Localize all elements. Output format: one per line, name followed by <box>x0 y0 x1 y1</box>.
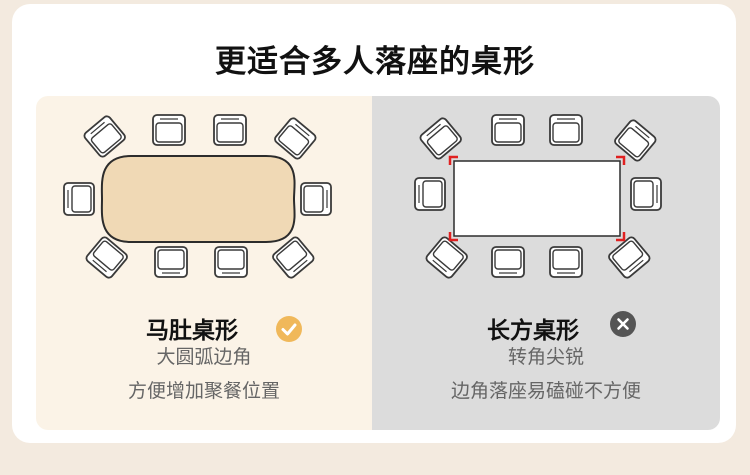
oval-table-name: 马肚桌形 <box>146 318 238 344</box>
chair-icon <box>491 114 525 146</box>
chair-icon <box>63 182 95 216</box>
check-circle-icon <box>276 316 302 342</box>
page-title: 更适合多人落座的桌形 <box>215 44 535 80</box>
cross-circle-icon <box>610 311 636 337</box>
oval-table-desc-2: 方便增加聚餐位置 <box>127 380 280 402</box>
oval-table-diagram <box>63 113 332 281</box>
oval-table-desc-1: 大圆弧边角 <box>156 346 252 368</box>
chair-icon <box>272 115 319 162</box>
chair-icon <box>83 234 130 281</box>
chair-icon <box>152 114 186 146</box>
chair-icon <box>549 114 583 146</box>
oval-table-panel: 马肚桌形 大圆弧边角 方便增加聚餐位置 <box>36 96 372 430</box>
sharp-corner-markers <box>448 155 626 242</box>
rectangular-table-top <box>453 160 621 237</box>
chair-icon <box>213 114 247 146</box>
chair-icon <box>300 182 332 216</box>
chair-icon <box>606 234 653 281</box>
chair-icon <box>423 234 470 281</box>
chair-icon <box>549 246 583 278</box>
chair-icon <box>81 113 128 160</box>
rectangular-table-desc-1: 转角尖锐 <box>507 346 584 368</box>
chair-icon <box>270 234 317 281</box>
chair-icon <box>612 117 659 164</box>
rectangular-table-desc-2: 边角落座易磕碰不方便 <box>450 380 641 402</box>
oval-table-top <box>100 155 296 243</box>
rectangular-table-diagram <box>414 114 662 281</box>
rectangular-table-name: 长方桌形 <box>487 318 579 344</box>
chair-icon <box>214 246 248 278</box>
chair-icon <box>491 246 525 278</box>
chair-icon <box>414 177 446 211</box>
chair-icon <box>630 177 662 211</box>
rectangular-table-panel: 长方桌形 转角尖锐 边角落座易磕碰不方便 <box>372 96 720 430</box>
chair-icon <box>417 115 464 162</box>
chair-icon <box>154 246 188 278</box>
